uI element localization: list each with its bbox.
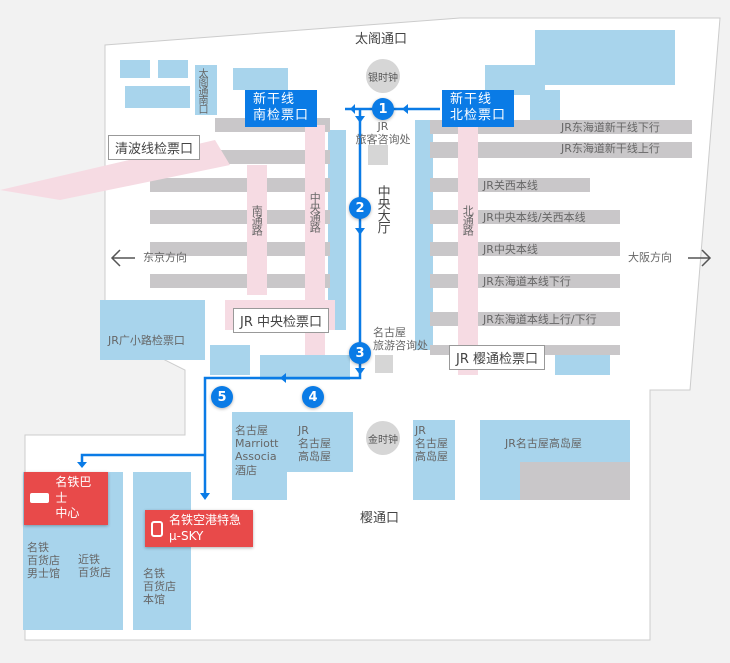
route-step-4: 4 [302,386,324,408]
store-line: 名古屋 [298,437,331,451]
seiha-gate[interactable]: 清波线检票口 [108,135,201,160]
store-line: 名古屋 [415,437,448,451]
store-line: 百货店 [143,580,176,594]
store-line: 名古屋 [235,424,268,437]
shinkansen-south-gate[interactable]: 新干线南检票口 [245,90,318,127]
store-line: JR [415,424,426,437]
gate-line: 南检票口 [253,108,310,124]
store-line: 高岛屋 [298,450,331,464]
osaka-direction: 大阪方向 [628,251,672,264]
route-step-2: 2 [349,197,371,219]
info-line: 名古屋 [373,326,406,339]
track-label: JR中央本线 [483,243,538,256]
store-line: 酒店 [235,463,257,477]
meitetsu-main-store: 名铁百货店本馆 [143,567,176,607]
store-line: 名铁 [143,567,165,580]
bus-icon [30,493,50,504]
gate-line: 新干线 [450,92,493,107]
jr-central-gate[interactable]: JR 中央检票口 [233,308,329,333]
store-line: 高岛屋 [415,450,448,464]
dest-line: μ-SKY [169,528,204,543]
taiko-entrance-label: 太阁通口 [355,32,408,47]
route-step-1: 1 [372,98,394,120]
north-passage-label: 北通路 [461,205,475,235]
meitetsu-bus-center[interactable]: 名铁巴士中心 [24,472,108,525]
info-line: 旅客咨询处 [355,133,411,147]
store-line: 百货店 [78,566,111,580]
gold-clock: 金时钟 [366,421,400,455]
track-label: JR东海道本线上行/下行 [483,313,597,326]
store-line: 近铁 [78,553,100,566]
track-label: JR东海道新干线上行 [561,142,660,155]
jr-sakura-gate[interactable]: JR 樱通检票口 [449,345,545,370]
shinkansen-north-gate[interactable]: 新干线北检票口 [442,90,515,127]
central-passage-label: 中央通路 [308,192,322,232]
store-line: 名铁 [27,541,49,554]
jr-takashimaya-c: JR名古屋高岛屋 [505,437,582,450]
sakura-entrance-label: 樱通口 [360,511,400,526]
store-line: Associa [235,450,277,464]
info-line: JR [377,120,389,133]
track-label: JR东海道新干线下行 [561,121,660,134]
store-line: JR [298,424,309,437]
train-icon [151,520,163,537]
meitetsu-men-store: 名铁百货店男士馆 [27,541,60,581]
store-line: 本馆 [143,593,165,607]
track-label: JR东海道本线下行 [483,275,571,288]
dest-line: 名铁巴士 [55,475,92,505]
route-step-3: 3 [349,342,371,364]
dest-line: 名铁空港特急 [169,513,242,527]
track-label: JR中央本线/关西本线 [483,211,586,224]
store-line: Marriott [235,437,279,451]
gate-line: 北检票口 [450,108,507,124]
info-line: 旅游咨询处 [373,339,428,353]
taiko-south-entrance-label: 太阁通南口 [196,68,207,113]
south-passage-label: 南通路 [250,205,264,235]
central-hall-label: 中央大厅 [374,185,390,233]
store-line: 百货店 [27,554,60,568]
dest-line: 中心 [55,506,80,521]
tokyo-direction: 东京方向 [143,251,187,264]
store-line: 男士馆 [27,567,60,581]
nagoya-tourist-info: 名古屋旅游咨询处 [373,326,428,352]
gate-line: 新干线 [253,92,296,107]
track-label: JR关西本线 [483,179,538,192]
silver-clock: 银时钟 [366,59,400,93]
jr-hirokoji-gate[interactable]: JR广小路检票口 [108,334,185,347]
kintetsu-store: 近铁百货店 [78,553,111,579]
route-step-5: 5 [211,386,233,408]
